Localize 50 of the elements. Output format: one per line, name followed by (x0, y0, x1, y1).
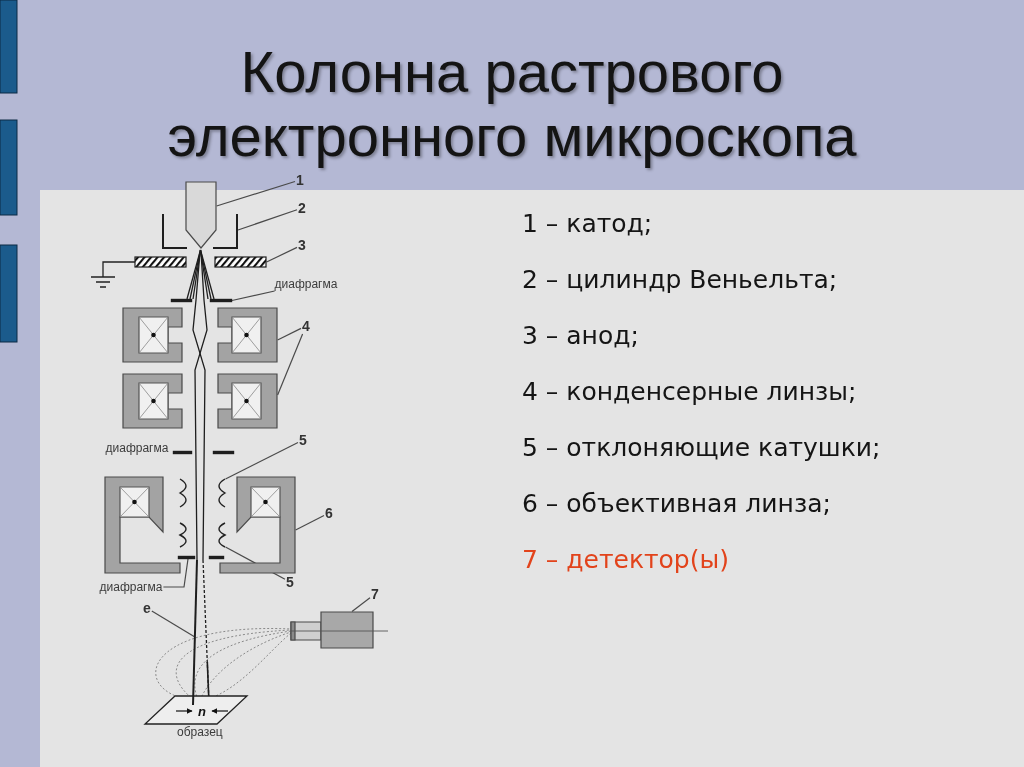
list-item: 4 – конденсерные линзы; (522, 377, 857, 407)
leader-line (277, 327, 302, 341)
leader-line (351, 597, 371, 612)
anode (134, 256, 267, 268)
leader-line (266, 246, 298, 263)
detector (290, 611, 389, 649)
leader-line (216, 180, 296, 207)
leader-line (231, 290, 276, 302)
leader-line (237, 209, 298, 231)
part-label: образец (177, 726, 223, 738)
list-item: 7 – детектор(ы) (522, 545, 729, 575)
callout-number: 4 (302, 319, 310, 333)
part-label: диафрагма (274, 278, 338, 290)
condenser-lens (122, 307, 183, 363)
diaphragm (172, 450, 235, 455)
callout-number: 5 (286, 575, 294, 589)
part-label: диафрагма (99, 581, 163, 593)
leader-line (162, 558, 189, 588)
leader-line (151, 610, 196, 638)
leader-line (224, 441, 299, 480)
dimension-label: n (198, 704, 206, 718)
list-item: 6 – объективная линза; (522, 489, 831, 519)
deflection-coil (179, 478, 187, 508)
list-item: 3 – анод; (522, 321, 639, 351)
deflection-coil (218, 478, 226, 508)
callout-letter: e (143, 601, 151, 615)
callout-number: 1 (296, 173, 304, 187)
callout-number: 2 (298, 201, 306, 215)
leader-line (295, 514, 325, 531)
diaphragm (170, 298, 233, 303)
list-item: 5 – отклоняющие катушки; (522, 433, 881, 463)
condenser-lens (122, 373, 183, 429)
leader-line (277, 333, 304, 396)
callout-number: 3 (298, 238, 306, 252)
title: Колонна растрового электронного микроскопа (166, 40, 858, 168)
callout-number: 6 (325, 506, 333, 520)
deflection-coil (218, 522, 226, 548)
wehnelt-cylinder (162, 213, 238, 249)
callout-number: 7 (371, 587, 379, 601)
list-item: 1 – катод; (522, 209, 653, 239)
part-label: диафрагма (105, 442, 169, 454)
callout-number: 5 (299, 433, 307, 447)
condenser-lens (217, 373, 278, 429)
diaphragm (177, 555, 225, 560)
list-item: 2 – цилиндр Веньельта; (522, 265, 838, 295)
deflection-coil (179, 522, 187, 548)
electron-beam (192, 559, 198, 706)
condenser-lens (217, 307, 278, 363)
objective-lens (219, 476, 296, 574)
objective-lens (104, 476, 181, 574)
